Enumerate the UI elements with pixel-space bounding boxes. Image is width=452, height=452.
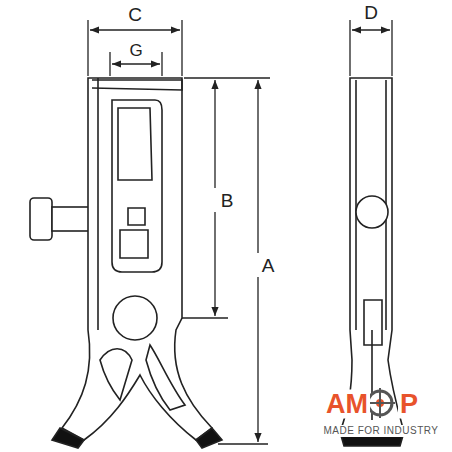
dimension-letter: B [219,190,236,211]
dimension-letter: C [126,4,144,25]
dimension-letter: A [260,255,277,276]
dimension-letter: G [127,41,144,60]
logo-tagline: MADE FOR INDUSTRY [322,425,441,437]
dimension-letter: D [362,2,380,23]
front-view [30,78,222,448]
logo-text: AM [324,390,370,419]
logo-text: P [398,390,420,419]
